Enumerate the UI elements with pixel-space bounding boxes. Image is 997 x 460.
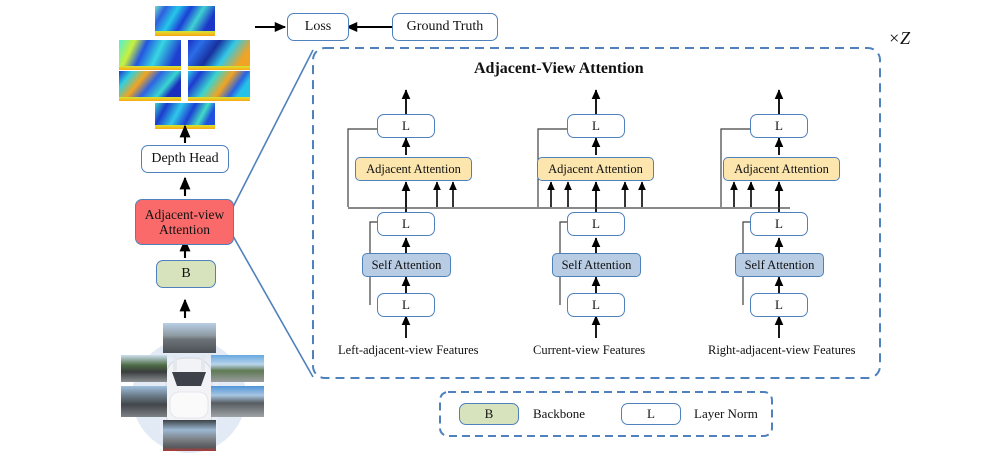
depth-head-label: Depth Head (151, 151, 219, 167)
left-adjacent-attention-box[interactable]: Adjacent Attention (355, 157, 472, 181)
legend-layernorm-chip: L (621, 403, 681, 425)
leader-line-bottom (232, 235, 314, 378)
current-bottom-norm-box[interactable]: L (567, 293, 625, 317)
current-mid-norm-label: L (592, 215, 600, 231)
legend-layernorm-chip-label: L (647, 405, 655, 421)
panel-title: Adjacent-View Attention (474, 60, 644, 77)
current-top-norm-box[interactable]: L (567, 114, 625, 138)
leader-line-top (232, 49, 314, 208)
camera-thumb-back-right (211, 386, 264, 417)
repeat-count-label: ×Z (888, 28, 911, 48)
legend-backbone-chip: B (459, 403, 519, 425)
left-self-attention-label: Self Attention (371, 258, 442, 272)
legend-backbone-text: Backbone (533, 406, 585, 421)
depth-map-back-left (119, 71, 181, 101)
current-mid-norm-box[interactable]: L (567, 212, 625, 236)
ava-label-line1: Adjacent-view (144, 206, 225, 222)
current-self-attention-label: Self Attention (561, 258, 632, 272)
left-bottom-norm-label: L (402, 296, 410, 312)
loss-box[interactable]: Loss (287, 13, 349, 41)
loss-label: Loss (304, 19, 332, 35)
right-adjacent-attention-label: Adjacent Attention (734, 162, 829, 176)
right-column-caption: Right-adjacent-view Features (708, 343, 856, 357)
current-bottom-norm-label: L (592, 296, 600, 312)
depth-map-front-left (119, 40, 181, 70)
right-top-norm-label: L (775, 117, 783, 133)
camera-thumb-front-left (121, 355, 167, 382)
left-self-attention-box[interactable]: Self Attention (362, 253, 451, 277)
left-mid-norm-box[interactable]: L (377, 212, 435, 236)
depth-map-back-right (188, 71, 250, 101)
skip-current-upper (537, 126, 579, 207)
right-mid-norm-label: L (775, 215, 783, 231)
ground-truth-label: Ground Truth (406, 19, 484, 35)
camera-thumb-back (163, 420, 216, 451)
backbone-box[interactable]: B (156, 260, 216, 288)
depth-map-front-right (188, 40, 250, 70)
right-bottom-norm-box[interactable]: L (750, 293, 808, 317)
camera-thumb-front (163, 323, 216, 353)
depth-map-front (155, 6, 215, 36)
camera-thumb-front-right (211, 355, 264, 382)
right-bottom-norm-label: L (775, 296, 783, 312)
left-bottom-norm-box[interactable]: L (377, 293, 435, 317)
right-adjacent-attention-box[interactable]: Adjacent Attention (723, 157, 840, 181)
legend-backbone-chip-label: B (484, 405, 494, 421)
ava-label-line2: Attention (159, 222, 210, 237)
skip-right-upper (720, 126, 762, 207)
backbone-label: B (181, 266, 191, 282)
adjacent-view-attention-panel (312, 47, 881, 379)
left-column-caption: Left-adjacent-view Features (338, 343, 479, 357)
current-self-attention-box[interactable]: Self Attention (552, 253, 641, 277)
left-top-norm-box[interactable]: L (377, 114, 435, 138)
right-top-norm-box[interactable]: L (750, 114, 808, 138)
current-column-caption: Current-view Features (533, 343, 646, 357)
right-self-attention-box[interactable]: Self Attention (735, 253, 824, 277)
left-mid-norm-label: L (402, 215, 410, 231)
legend-layernorm-text: Layer Norm (694, 406, 758, 421)
ego-vehicle-icon (165, 355, 213, 433)
camera-thumb-back-left (121, 386, 167, 417)
current-adjacent-attention-label: Adjacent Attention (548, 162, 643, 176)
right-self-attention-label: Self Attention (744, 258, 815, 272)
left-top-norm-label: L (402, 117, 410, 133)
current-adjacent-attention-box[interactable]: Adjacent Attention (537, 157, 654, 181)
adjacent-view-attention-box[interactable]: Adjacent-view Attention (135, 199, 234, 245)
skip-left-upper (347, 126, 389, 207)
ground-truth-box[interactable]: Ground Truth (392, 13, 498, 41)
left-adjacent-attention-label: Adjacent Attention (366, 162, 461, 176)
right-mid-norm-box[interactable]: L (750, 212, 808, 236)
depth-head-box[interactable]: Depth Head (141, 145, 229, 173)
legend-panel (439, 391, 773, 437)
current-top-norm-label: L (592, 117, 600, 133)
